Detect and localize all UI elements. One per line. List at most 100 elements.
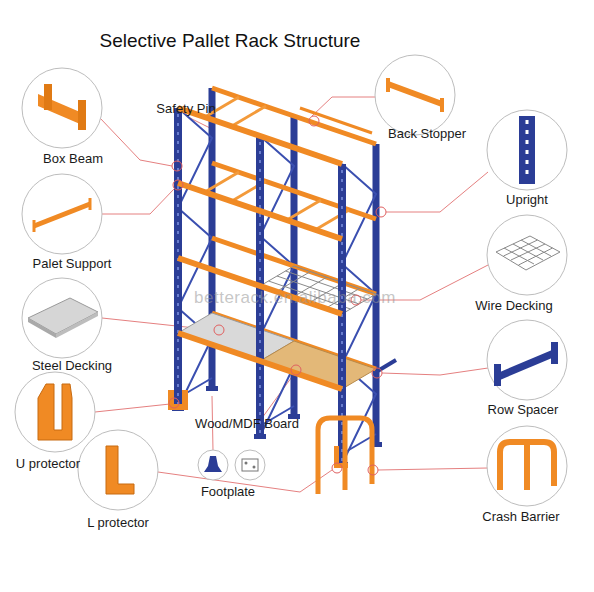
part-label: Upright [506,192,548,207]
box-beam [178,258,342,314]
box-beam [212,88,376,144]
callout-marker [169,398,179,408]
pallet-support-icon [89,198,92,210]
part-label: Footplate [201,484,255,499]
pallet-support-icon [34,204,90,226]
steel-decking-icon [28,298,98,338]
back-stopper-icon [440,98,444,112]
pallet-support [205,172,239,192]
leader-line [382,368,488,375]
upright-icon [519,116,535,184]
part-label: U protector [16,456,80,471]
leader-line [100,118,172,166]
callout-marker [372,368,382,378]
box-beam [178,108,342,164]
callout-circle [487,320,567,400]
box-beam-icon [44,84,52,110]
leader-line [95,404,170,412]
wire-decking-icon [496,236,560,270]
callout-marker [368,465,378,475]
watermark: betterack.en.alibaba.com [194,290,396,305]
footplate [254,434,266,439]
part-label: Wood/MDF Board [195,416,299,431]
leader-line [386,172,488,212]
back-stopper [300,108,372,133]
wire-decking-icon [496,236,560,270]
back-stopper-icon [388,84,442,104]
callout-circle [22,174,102,254]
part-label: Steel Decking [32,358,112,373]
footplate [206,386,218,391]
u-protector [168,390,188,410]
crash-barrier [318,418,372,494]
callout-marker [376,207,386,217]
upright-icon [519,116,535,184]
row-spacer-icon [500,350,552,380]
footplate-icon [242,459,258,471]
callout-circle [487,426,567,506]
callout-marker [173,180,183,190]
callout-circle [15,55,567,510]
box-beam-icon [78,100,86,130]
wire-decking-icon [511,244,545,260]
callout-circle [15,372,95,452]
leader-line [95,97,488,492]
frame-bracing [178,108,376,464]
callout-circle [375,55,455,135]
callout-marker [291,365,301,375]
leader-line [262,374,294,418]
leader-line [312,97,376,116]
callout-circle [487,215,567,295]
l-protector-icon [106,446,134,494]
upright-post [212,88,376,444]
wire-decking-icon [521,240,551,256]
row-spacer-icon [494,342,558,386]
diagram-title: Selective Pallet Rack Structure [100,30,361,52]
part-label: Box Beam [43,151,103,166]
leader-line [378,468,488,470]
row-spacer-icon [551,342,558,364]
pallet-support-icon [33,220,36,232]
box-beam [178,333,342,389]
upright-icon [526,120,529,180]
row-spacer [376,360,396,372]
u-protector-icon [38,384,72,440]
box-beam [178,183,342,239]
callout-marker [309,116,319,126]
box-beam [178,108,342,389]
row-spacer-icon [494,364,501,386]
box-beam-icon [38,84,86,130]
wire-decking-icon [504,248,534,264]
callout-marker [214,325,224,335]
pallet-support-icon [34,198,90,232]
callout-circle [78,430,158,510]
steel-decking-icon [28,318,56,338]
upright-post [178,108,342,464]
callout-marker [332,463,342,473]
callout-circle [22,68,102,148]
pallet-support [287,200,321,220]
steel-decking-icon [28,298,98,334]
upright-holes [178,110,342,461]
part-label: Wire Decking [475,298,552,313]
footplate-icon [204,456,258,472]
box-beam [212,163,376,219]
callout-circle [235,450,265,480]
callout-circle [22,278,102,358]
callout-circle [487,110,567,190]
footplate-icon [245,462,248,465]
part-label: Crash Barrier [482,509,559,524]
footplate-icon [204,456,222,472]
leader-line [102,189,174,214]
wire-decking-icon [513,244,543,260]
pallet-support [232,106,266,126]
part-label: Palet Support [33,256,112,271]
callout-circle [198,450,228,480]
crash-barrier-icon [500,442,554,490]
steel-decking-icon [56,312,98,338]
wire-decking [276,272,310,292]
back-stopper-icon [386,78,390,92]
callout-marker [172,161,182,171]
part-label: Row Spacer [488,402,559,417]
